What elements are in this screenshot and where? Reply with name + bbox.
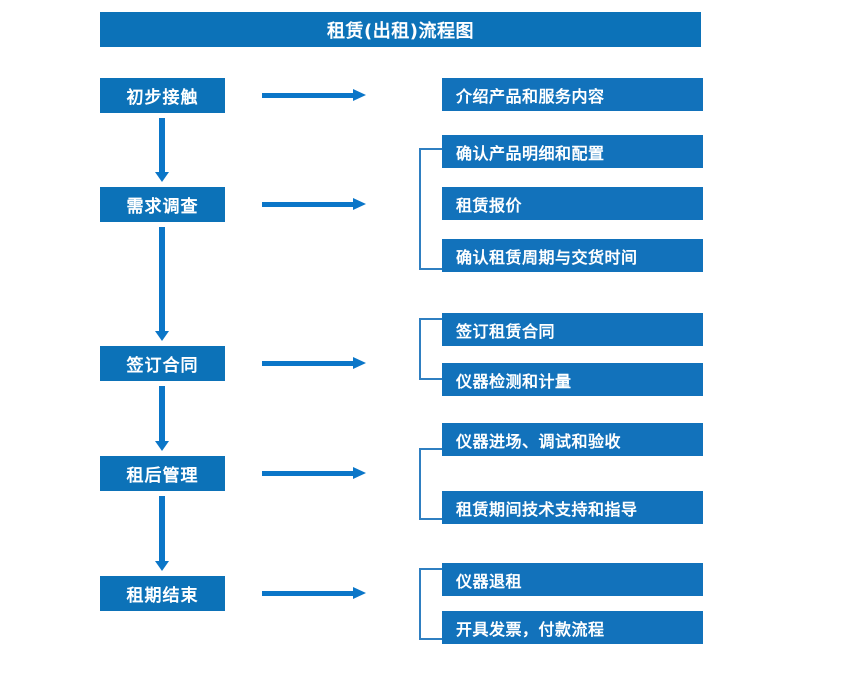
arrow-down-icon-1 xyxy=(155,118,169,182)
task-box-1[interactable]: 介绍产品和服务内容 xyxy=(442,78,703,111)
task-box-8[interactable]: 租赁期间技术支持和指导 xyxy=(442,491,703,524)
stage-box-5[interactable]: 租期结束 xyxy=(100,576,225,611)
arrow-down-icon-3 xyxy=(155,386,169,451)
task-box-2[interactable]: 确认产品明细和配置 xyxy=(442,135,703,168)
stage-box-4[interactable]: 租后管理 xyxy=(100,456,225,491)
arrow-right-icon-3 xyxy=(262,357,366,369)
arrow-right-icon-1 xyxy=(262,89,366,101)
stage-box-3[interactable]: 签订合同 xyxy=(100,346,225,381)
page-title: 租赁(出租)流程图 xyxy=(100,12,701,47)
group-bracket-icon-4 xyxy=(419,448,442,520)
group-bracket-icon-5 xyxy=(419,568,442,640)
arrow-down-icon-2 xyxy=(155,227,169,341)
task-box-10[interactable]: 开具发票，付款流程 xyxy=(442,611,703,644)
arrow-down-icon-4 xyxy=(155,496,169,571)
task-box-6[interactable]: 仪器检测和计量 xyxy=(442,363,703,396)
task-box-3[interactable]: 租赁报价 xyxy=(442,187,703,220)
arrow-right-icon-5 xyxy=(262,587,366,599)
group-bracket-icon-3 xyxy=(419,318,442,380)
task-box-4[interactable]: 确认租赁周期与交货时间 xyxy=(442,239,703,272)
task-box-7[interactable]: 仪器进场、调试和验收 xyxy=(442,423,703,456)
group-bracket-icon-2 xyxy=(419,148,442,270)
arrow-right-icon-2 xyxy=(262,198,366,210)
stage-box-1[interactable]: 初步接触 xyxy=(100,78,225,113)
task-box-9[interactable]: 仪器退租 xyxy=(442,563,703,596)
stage-box-2[interactable]: 需求调查 xyxy=(100,187,225,222)
task-box-5[interactable]: 签订租赁合同 xyxy=(442,313,703,346)
arrow-right-icon-4 xyxy=(262,467,366,479)
